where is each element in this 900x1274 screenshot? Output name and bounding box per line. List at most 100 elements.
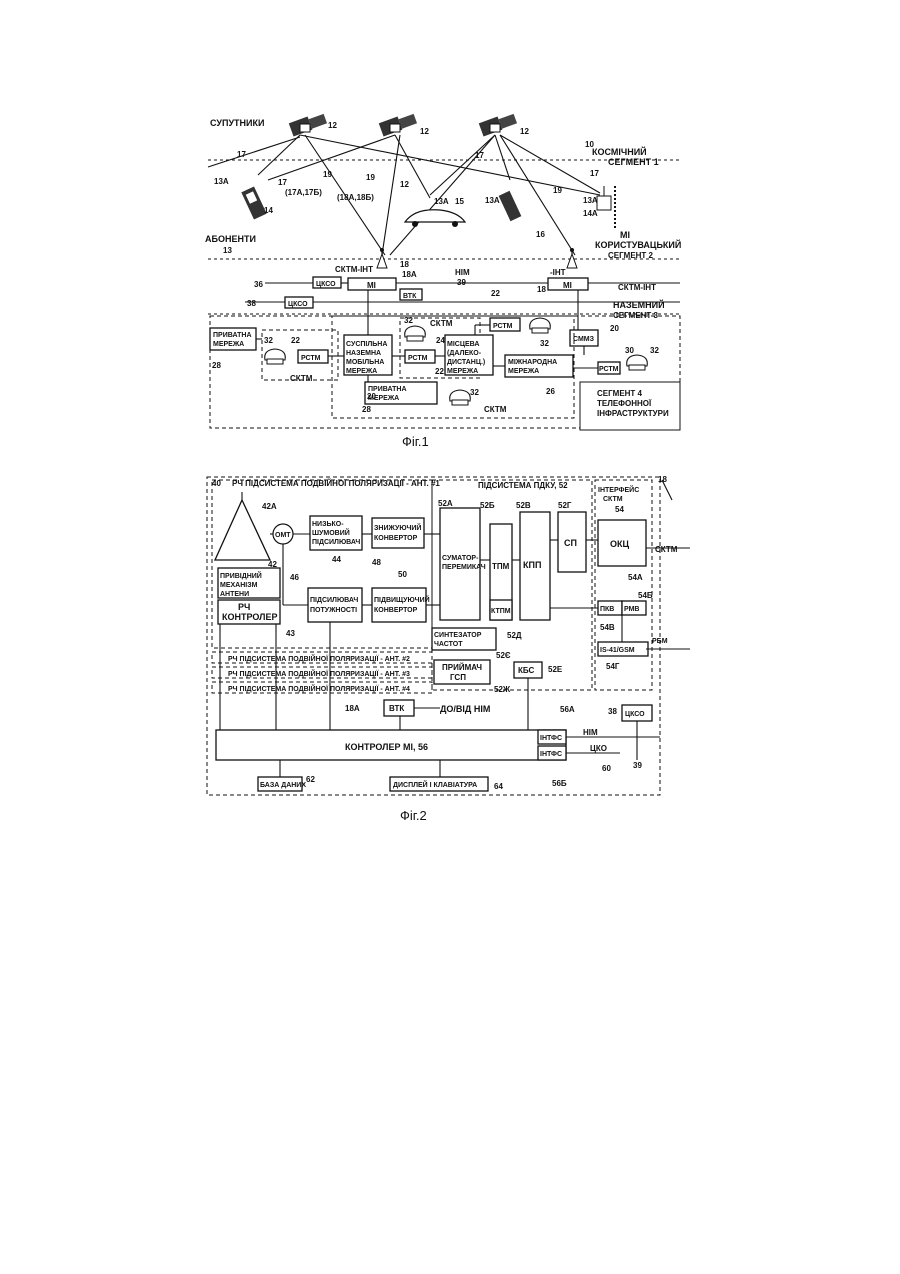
up-converter-box	[372, 588, 426, 622]
intfs-label-1: ІНТФС	[540, 735, 562, 742]
sktm-label-left: СКТМ	[290, 374, 313, 383]
ground-segment-label-1: НАЗЕМНИЙ	[613, 299, 665, 310]
handset-16	[499, 191, 522, 221]
intfs-label-2: ІНТФС	[540, 751, 562, 758]
svg-text:52В: 52В	[516, 501, 531, 510]
svg-text:62: 62	[306, 775, 315, 784]
svg-text:52Б: 52Б	[480, 501, 495, 510]
svg-text:42А: 42А	[262, 502, 277, 511]
phone-icon	[405, 326, 426, 341]
tpm-label: ТПМ	[492, 562, 510, 571]
svg-text:18: 18	[537, 285, 546, 294]
rstm-label-left: РСТМ	[301, 355, 321, 362]
pstn-label-3: МОБІЛЬНА	[346, 359, 384, 366]
svg-text:50: 50	[398, 570, 407, 579]
ref-28: 28	[212, 361, 221, 370]
rf-subsystem-3-label: РЧ ПІДСИСТЕМА ПОДВІЙНОЇ ПОЛЯРИЗАЦІЇ - АН…	[228, 669, 410, 678]
svg-text:17: 17	[278, 178, 287, 187]
svg-text:56А: 56А	[560, 705, 575, 714]
svg-text:(17А,17Б): (17А,17Б)	[285, 188, 322, 197]
switch-label-1: СУМАТОР-	[442, 555, 479, 562]
svg-text:12: 12	[420, 127, 429, 136]
svg-text:22: 22	[491, 289, 500, 298]
svg-text:18: 18	[658, 475, 667, 484]
tsksu-label: ЦКСО	[316, 281, 336, 288]
lna-label-1: НИЗЬКО-	[312, 521, 344, 528]
space-segment-label-1: КОСМІЧНИЙ	[592, 146, 647, 157]
power-amp-label-2: ПОТУЖНОСТІ	[310, 607, 357, 614]
svg-text:54Б: 54Б	[638, 591, 653, 600]
nim-label: НІМ	[455, 268, 470, 277]
space-segment-label-2: СЕГМЕНТ 1	[608, 157, 659, 167]
database-label: БАЗА ДАНИХ	[260, 782, 306, 789]
antenna-drive-label-1: ПРИВІДНИЙ	[220, 571, 262, 580]
svg-text:(18А,18Б): (18А,18Б)	[337, 193, 374, 202]
local-net-label-3: ДИСТАНЦ.)	[447, 359, 485, 366]
user-segment-label-3: СЕГМЕНТ 2	[608, 251, 654, 260]
sktm-interface-label-1: ІНТЕРФЕЙС	[598, 485, 639, 494]
user-segment-label-1: МІ	[620, 230, 630, 240]
rf-subsystem-2-label: РЧ ПІДСИСТЕМА ПОДВІЙНОЇ ПОЛЯРИЗАЦІЇ - АН…	[228, 654, 410, 663]
down-conv-label-2: КОНВЕРТОР	[374, 535, 418, 542]
private-network-label-1: ПРИВАТНА	[213, 332, 252, 339]
rf-subsystem-4-label: РЧ ПІДСИСТЕМА ПОДВІЙНОЇ ПОЛЯРИЗАЦІЇ - АН…	[228, 684, 410, 693]
lna-label-2: ШУМОВИЙ	[312, 528, 350, 537]
svg-text:32: 32	[650, 346, 659, 355]
freq-synth-label-1: СИНТЕЗАТОР	[434, 632, 482, 639]
antenna-drive-label-3: АНТЕНИ	[220, 591, 249, 598]
rf-subsystem-1-label: РЧ ПІДСИСТЕМА ПОДВІЙНОЇ ПОЛЯРИЗАЦІЇ - АН…	[232, 479, 440, 488]
svg-text:52Є: 52Є	[496, 651, 511, 660]
phone-segment-label-2: ТЕЛЕФОННОЇ	[597, 399, 652, 408]
power-amp-label-1: ПІДСИЛЮВАЧ	[310, 597, 358, 604]
phone-icon	[265, 349, 286, 364]
sp-label: СП	[564, 538, 577, 548]
rstm-label-top: РСТМ	[493, 323, 513, 330]
svg-text:52А: 52А	[438, 499, 453, 508]
gateway-mi-left-label: МІ	[367, 281, 376, 290]
fig1-refs: 121212 10 171717 17(17А,17Б) 13А 19(18А,…	[214, 121, 659, 414]
sktm-label-center: СКТМ	[430, 319, 453, 328]
svg-text:18А: 18А	[402, 270, 417, 279]
svg-text:32: 32	[264, 336, 273, 345]
svg-text:10: 10	[585, 140, 594, 149]
omt-label: ОМТ	[275, 532, 291, 539]
svg-text:13: 13	[223, 246, 232, 255]
svg-text:14А: 14А	[583, 209, 598, 218]
svg-text:36: 36	[254, 280, 263, 289]
svg-text:54А: 54А	[628, 573, 643, 582]
int-mid-label: -ІНТ	[550, 268, 566, 277]
svg-text:12: 12	[328, 121, 337, 130]
gps-rx-label-2: ГСП	[450, 673, 466, 682]
figure-2: РЧ ПІДСИСТЕМА ПОДВІЙНОЇ ПОЛЯРИЗАЦІЇ - АН…	[207, 475, 690, 823]
display-keyboard-label: ДИСПЛЕЙ І КЛАВІАТУРА	[393, 780, 477, 789]
kpp-label: КПП	[523, 560, 541, 570]
svg-text:16: 16	[536, 230, 545, 239]
svg-text:17: 17	[590, 169, 599, 178]
kbs-label: КБС	[518, 666, 535, 675]
svg-text:26: 26	[546, 387, 555, 396]
svg-text:20: 20	[367, 392, 376, 401]
phone-icon	[530, 318, 551, 333]
up-conv-label-2: КОНВЕРТОР	[374, 607, 418, 614]
svg-text:56Б: 56Б	[552, 779, 567, 788]
satellite-icon	[379, 114, 417, 137]
svg-text:46: 46	[290, 573, 299, 582]
handset-13a-left	[241, 186, 266, 219]
sktm-interface-num: 54	[615, 505, 624, 514]
sktm-label-bottom: СКТМ	[484, 405, 507, 414]
nim-out-label: НІМ	[583, 728, 598, 737]
svg-text:38: 38	[608, 707, 617, 716]
satellite-icon	[479, 114, 517, 137]
gateway-antenna-icon	[377, 248, 387, 268]
user-segment-label-2: КОРИСТУВАЦЬКИЙ	[595, 239, 681, 250]
sktm-int-right-label: СКТМ-ІНТ	[618, 283, 656, 292]
figure-1: СУПУТНИКИ КОСМІЧНИЙ СЕГМЕНТ 1 АБОНЕНТИ М…	[205, 114, 681, 449]
svg-text:38: 38	[247, 299, 256, 308]
switch-label-2: ПЕРЕМИКАЧ	[442, 564, 486, 571]
is41-label: IS-41/GSM	[600, 647, 635, 654]
rstm-label-center: РСТМ	[408, 355, 428, 362]
svg-text:13А: 13А	[434, 197, 449, 206]
power-amp-box	[308, 588, 362, 622]
to-from-nim-label: ДО/ВІД НІМ	[440, 704, 490, 714]
